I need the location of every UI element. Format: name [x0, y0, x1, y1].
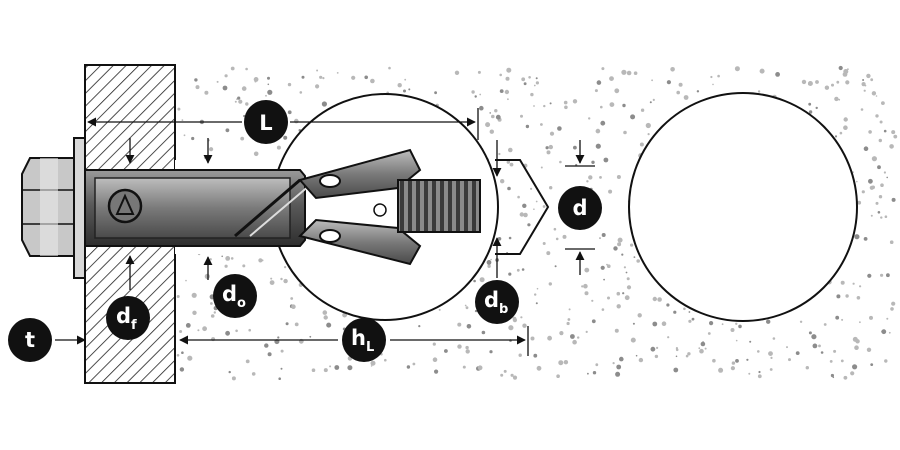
label-db-text: db — [484, 288, 508, 317]
label-do: do — [213, 274, 257, 318]
label-hL-sub: L — [366, 340, 374, 355]
label-hL-main: h — [351, 326, 366, 350]
label-hL: hL — [342, 318, 386, 362]
label-d: d — [558, 186, 602, 230]
dimension-lines — [55, 108, 595, 356]
hex-bolt-head-icon — [21, 157, 75, 257]
hole-tip — [495, 159, 550, 255]
expansion-sleeve-icon — [84, 169, 311, 247]
washer-icon — [73, 137, 86, 279]
hollow-void-circle — [628, 92, 858, 322]
label-do-main: d — [222, 282, 237, 306]
threaded-cone-icon — [397, 179, 481, 233]
label-d-text: d — [572, 196, 587, 220]
label-L-text: L — [259, 111, 272, 135]
sleeve-legs — [298, 148, 422, 266]
label-db: db — [475, 280, 519, 324]
label-t-text: t — [25, 328, 35, 352]
label-t: t — [8, 318, 52, 362]
label-do-sub: o — [237, 296, 246, 311]
label-do-text: do — [222, 282, 246, 311]
label-db-main: d — [484, 288, 499, 312]
label-L: L — [244, 100, 288, 144]
label-df-text: df — [116, 304, 137, 333]
label-hL-text: hL — [351, 326, 374, 355]
label-df-sub: f — [131, 318, 137, 333]
label-db-sub: b — [499, 302, 508, 317]
label-df-main: d — [116, 304, 131, 328]
label-df: df — [106, 296, 150, 340]
